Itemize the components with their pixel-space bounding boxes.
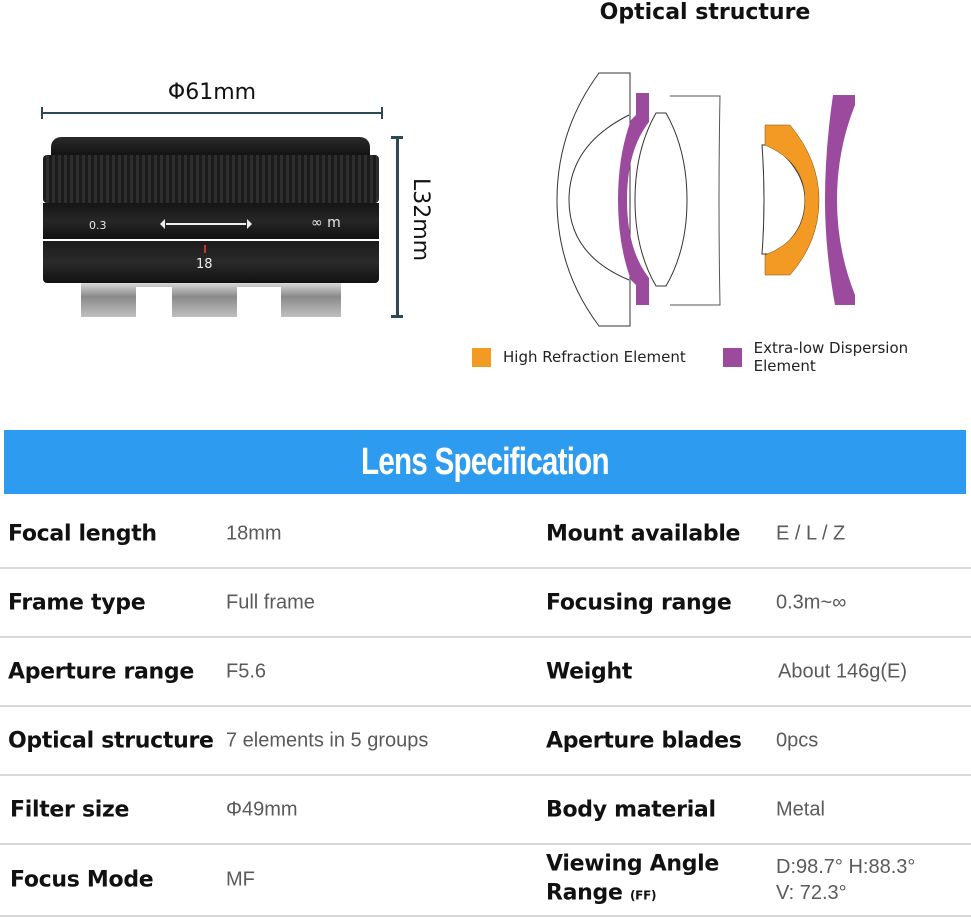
spec-label: Aperture blades [546,728,742,753]
spec-value-line: D:98.7° H:88.3° [776,856,916,878]
spec-value: D:98.7° H:88.3° V: 72.3° [776,854,915,906]
spec-label-line: Range [546,880,623,906]
spec-table: Focal length 18mm Mount available E / L … [0,500,971,917]
spec-value-line: V: 72.3° [776,882,847,904]
spec-label: Weight [546,659,633,684]
spec-label: Viewing Angle Range (FF) [546,850,719,911]
spec-label-line: Viewing Angle [546,851,720,877]
spec-value: 7 elements in 5 groups [226,729,429,751]
dimension-line [396,136,399,318]
spec-label-suffix: (FF) [629,888,657,903]
spec-row: Optical structure 7 elements in 5 groups… [0,707,971,776]
optical-structure-diagram [556,72,855,327]
lens-barrel [43,203,379,239]
mount-gap [136,287,172,317]
spec-label: Frame type [8,590,146,615]
spec-value: 0.3m~∞ [776,591,847,613]
distance-min-marking: 0.3 [89,219,107,232]
spec-label: Aperture range [8,659,194,684]
spec-row: Focus Mode MF Viewing Angle Range (FF) D… [0,845,971,917]
spec-label: Body material [546,797,716,822]
length-dimension: L32mm [390,136,433,318]
optical-structure-title: Optical structure [599,0,811,25]
dimension-line [41,112,383,114]
spec-banner-title: Lens Specification [361,440,610,483]
spec-value: 0pcs [776,729,819,751]
lens-front [51,137,370,157]
dimension-cap [391,136,403,139]
spec-value: MF [226,868,255,891]
spec-row: Filter size Φ49mm Body material Metal [0,776,971,845]
spec-label: Focal length [8,521,157,546]
double-arrow-icon [160,219,252,229]
lens-mount [81,283,341,317]
spec-label: Mount available [546,521,741,546]
spec-row: Frame type Full frame Focusing range 0.3… [0,569,971,638]
spec-value: About 146g(E) [778,660,907,682]
spec-value: E / L / Z [776,522,846,544]
spec-value: Full frame [226,591,315,613]
length-label: L32mm [408,178,433,262]
mount-gap [237,287,281,317]
spec-value: F5.6 [226,660,267,682]
lens-product-image: 0.3 ∞ m 18 [41,137,380,317]
spec-label: Optical structure [8,728,214,753]
diameter-label: Φ61mm [167,80,257,105]
spec-banner: Lens Specification [4,430,966,494]
dimension-cap [391,315,403,318]
spec-label: Focus Mode [10,867,154,893]
legend-label: High Refraction Element [503,348,686,366]
spec-label: Focusing range [546,590,732,615]
purple-swatch-icon [723,347,742,367]
legend-label: Extra-low Dispersion Element [753,339,909,375]
spec-value: Metal [776,798,825,820]
orange-swatch-icon [472,347,491,367]
dimension-cap [381,107,383,119]
dimension-cap [41,107,43,119]
lens-barrel-lower [43,241,379,283]
diameter-dimension: Φ61mm [41,78,383,119]
distance-infinity-marking: ∞ m [311,215,341,231]
spec-label: Filter size [10,797,130,822]
legend-item-extra-low-dispersion: Extra-low Dispersion Element [723,339,971,375]
index-tick [204,245,206,253]
spec-row: Focal length 18mm Mount available E / L … [0,500,971,569]
focal-marking: 18 [196,257,213,272]
spec-value: Φ49mm [226,798,298,820]
spec-row: Aperture range F5.6 Weight About 146g(E) [0,638,971,707]
focus-ring [43,155,379,203]
spec-value: 18mm [226,522,282,544]
legend-item-high-refraction: High Refraction Element [472,346,686,368]
